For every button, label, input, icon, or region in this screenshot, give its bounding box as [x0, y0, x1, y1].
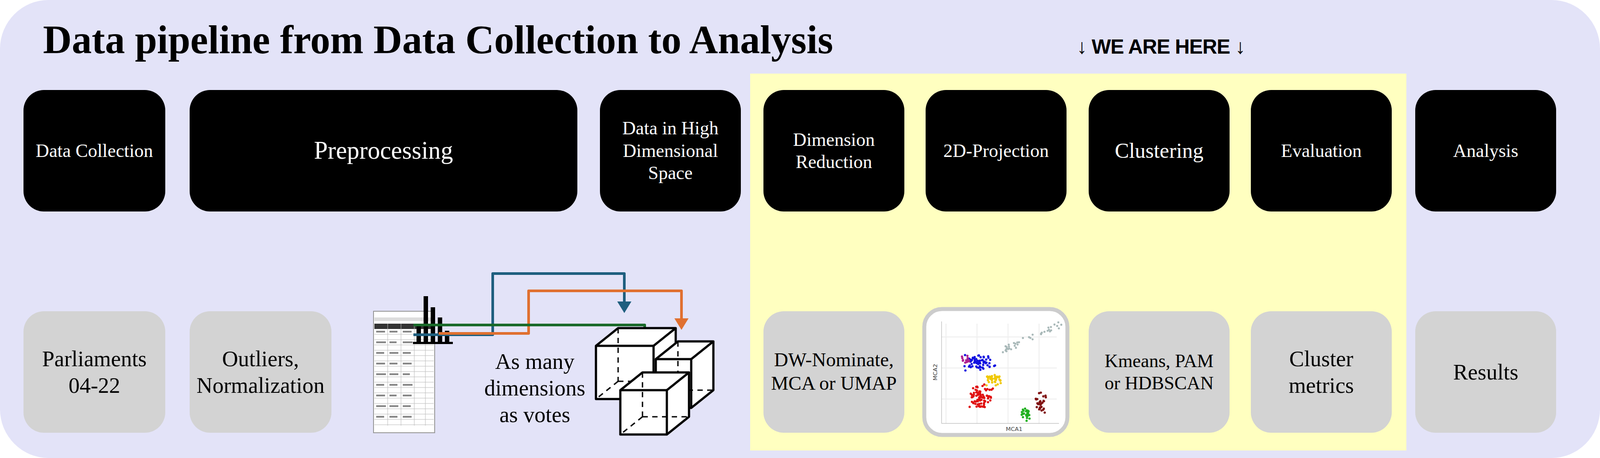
box-label: Data Collection — [29, 139, 160, 162]
dimensions-note: As many dimensions as votes — [477, 347, 592, 428]
detail-label: Cluster metrics — [1257, 345, 1386, 399]
box-label: Dimension Reduction — [769, 128, 899, 174]
process-box: Dimension Reduction — [763, 89, 905, 212]
arrow-head — [617, 301, 632, 313]
cube-icons — [595, 327, 714, 435]
detail-label: Kmeans, PAM or HDBSCAN — [1094, 349, 1224, 395]
detail-box: Results — [1415, 311, 1557, 433]
detail-box: Cluster metrics — [1250, 311, 1392, 433]
detail-label: Results — [1421, 358, 1550, 386]
box-label: Clustering — [1094, 137, 1224, 164]
highlight-region — [750, 73, 1407, 451]
process-box: Evaluation — [1250, 89, 1392, 212]
process-box: Preprocessing — [189, 89, 578, 212]
box-label: 2D-Projection — [931, 139, 1061, 162]
scatter-plot-picture — [924, 308, 1068, 435]
detail-label: Outliers, Normalization — [195, 345, 326, 399]
axis-label: MCA1 — [1005, 425, 1023, 433]
box-label: Analysis — [1421, 139, 1550, 162]
process-box: 2D-Projection — [925, 89, 1067, 212]
bar-chart-icon — [412, 295, 453, 344]
process-box: Data Collection — [23, 89, 166, 212]
detail-box: Parliaments 04-22 — [23, 311, 166, 433]
box-label: Data in High Dimensional Space — [606, 116, 735, 184]
axis-label: MCA2 — [931, 363, 939, 381]
detail-label: DW-Nominate, MCA or UMAP — [769, 348, 899, 396]
detail-box: Kmeans, PAM or HDBSCAN — [1088, 311, 1230, 433]
box-label: Preprocessing — [195, 135, 572, 166]
detail-box: DW-Nominate, MCA or UMAP — [763, 311, 905, 433]
process-box: Data in High Dimensional Space — [599, 89, 741, 212]
process-box: Analysis — [1415, 89, 1557, 212]
detail-box: Outliers, Normalization — [189, 311, 332, 433]
detail-label: Parliaments 04-22 — [29, 345, 160, 399]
diagram-title: Data pipeline from Data Collection to An… — [42, 16, 834, 63]
process-box: Clustering — [1088, 89, 1230, 212]
we-are-here-note: ↓ WE ARE HERE ↓ — [1076, 34, 1241, 59]
box-label: Evaluation — [1257, 139, 1386, 162]
